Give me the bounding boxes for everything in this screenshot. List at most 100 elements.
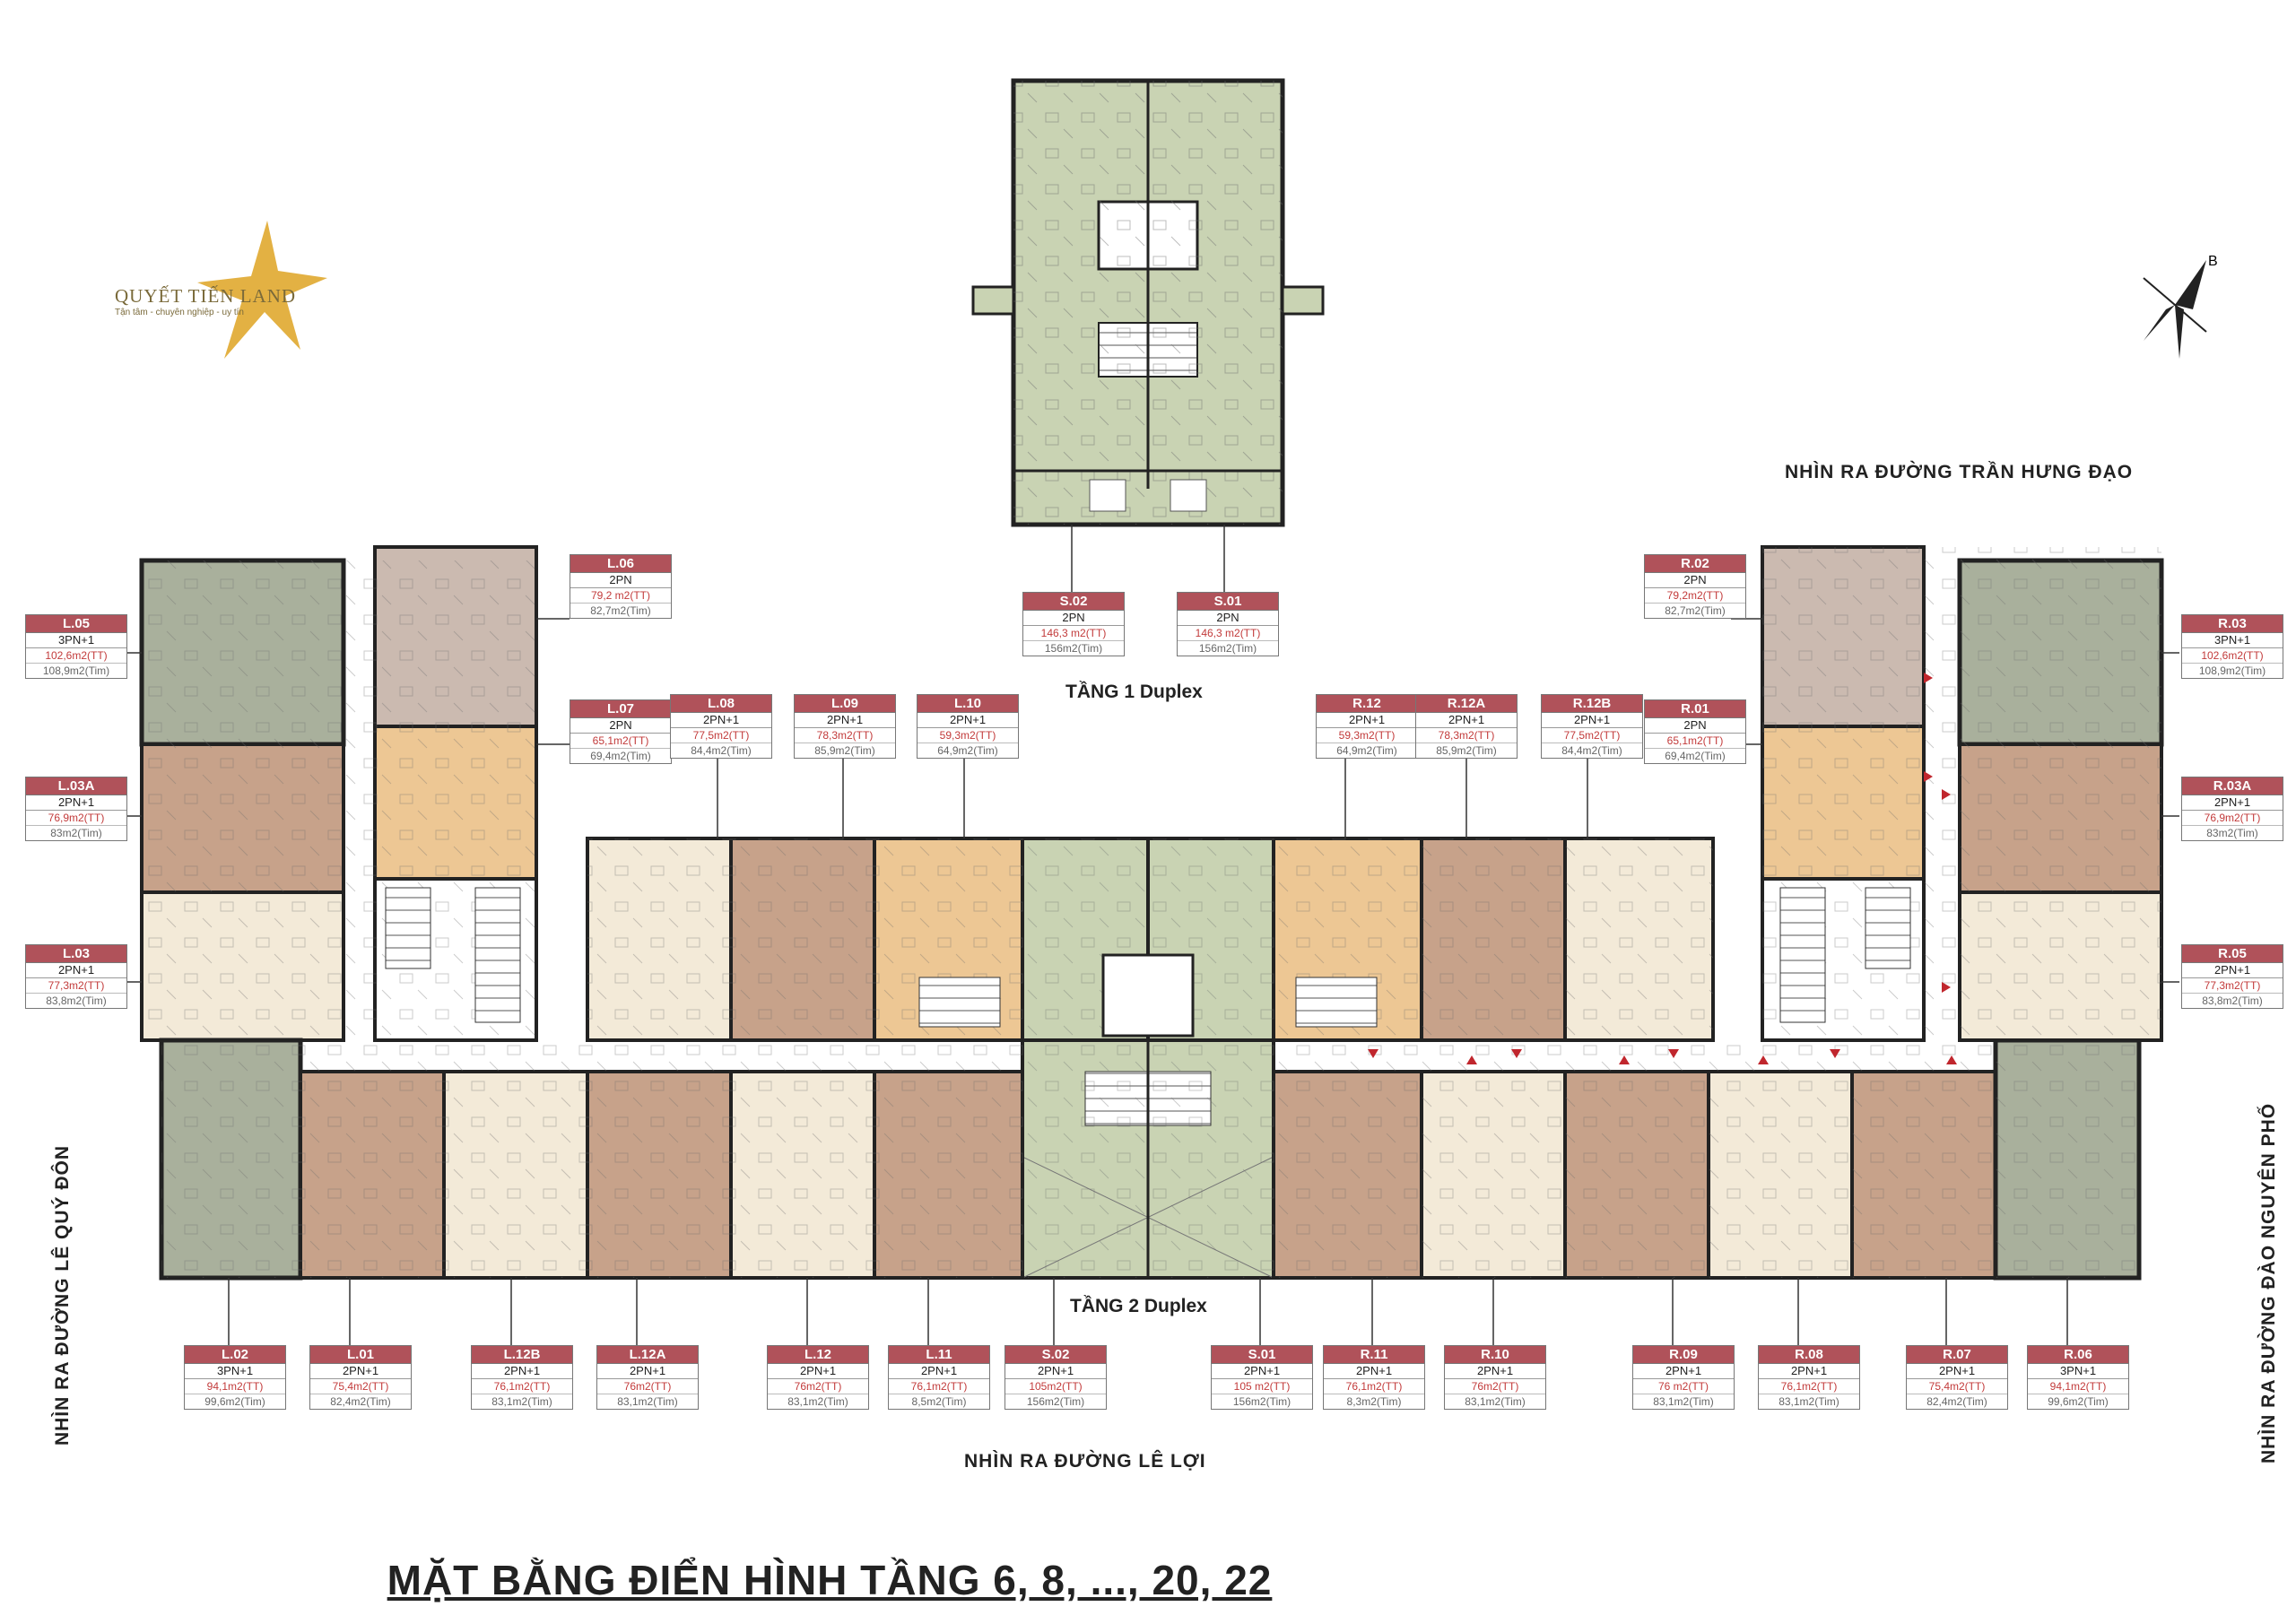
unit-area-tt: 146,3 m2(TT) <box>1023 626 1124 641</box>
unit-area-tim: 83,1m2(Tim) <box>787 1395 848 1408</box>
unit-type: 2PN <box>1023 611 1124 626</box>
unit-area-tt: 59,3m2(TT) <box>918 728 1018 743</box>
unit-area-tim: 156m2(Tim) <box>1044 642 1103 655</box>
unit-type: 2PN+1 <box>918 713 1018 728</box>
unit-code: S.02 <box>1023 593 1124 611</box>
unit-code: L.12A <box>597 1346 698 1364</box>
unit-area-tim: 83,8m2(Tim) <box>46 994 107 1007</box>
unit-code: R.09 <box>1633 1346 1734 1364</box>
unit-area-tt: 78,3m2(TT) <box>795 728 895 743</box>
unit-code: R.10 <box>1445 1346 1545 1364</box>
unit-area-tim: 82,7m2(Tim) <box>590 604 651 617</box>
unit-area-tim: 83m2(Tim) <box>2206 827 2258 839</box>
unit-code: L.12 <box>768 1346 868 1364</box>
north-row <box>586 837 1715 1042</box>
unit-area-tim: 85,9m2(Tim) <box>814 744 875 757</box>
unit-area-tim: 82,4m2(Tim) <box>330 1395 391 1408</box>
unit-code: S.01 <box>1178 593 1278 611</box>
unit-area-tt: 65,1m2(TT) <box>1645 734 1745 749</box>
unit-area-tt: 79,2m2(TT) <box>1645 588 1745 604</box>
unit-type: 2PN+1 <box>2182 795 2283 811</box>
unit-code: R.07 <box>1907 1346 2007 1364</box>
unit-code: L.10 <box>918 695 1018 713</box>
unit-type: 2PN+1 <box>795 713 895 728</box>
unit-area-tim: 85,9m2(Tim) <box>1436 744 1497 757</box>
unit-area-tim: 82,7m2(Tim) <box>1665 604 1726 617</box>
unit-code: R.03A <box>2182 777 2283 795</box>
unit-code: L.12B <box>472 1346 572 1364</box>
unit-area-tt: 76m2(TT) <box>768 1379 868 1394</box>
unit-area-tt: 146,3 m2(TT) <box>1178 626 1278 641</box>
unit-type: 2PN+1 <box>1324 1364 1424 1379</box>
unit-area-tt: 76 m2(TT) <box>1633 1379 1734 1394</box>
unit-area-tim: 64,9m2(Tim) <box>1336 744 1397 757</box>
south-row <box>159 1038 2142 1281</box>
unit-area-tt: 65,1m2(TT) <box>570 734 671 749</box>
unit-area-tim: 8,5m2(Tim) <box>911 1395 967 1408</box>
unit-type: 2PN <box>570 573 671 588</box>
duplex-upper-block <box>971 78 1325 527</box>
unit-type: 2PN <box>1178 611 1278 626</box>
unit-area-tt: 76,1m2(TT) <box>1324 1379 1424 1394</box>
unit-area-tim: 69,4m2(Tim) <box>590 750 651 762</box>
unit-type: 2PN+1 <box>671 713 771 728</box>
floor-upper-caption: TẦNG 1 Duplex <box>1065 682 1203 702</box>
west-wing <box>139 545 538 1042</box>
unit-area-tim: 156m2(Tim) <box>1232 1395 1292 1408</box>
unit-code: R.02 <box>1645 555 1745 573</box>
unit-area-tt: 77,3m2(TT) <box>2182 978 2283 994</box>
unit-type: 2PN+1 <box>597 1364 698 1379</box>
unit-code: L.08 <box>671 695 771 713</box>
unit-type: 2PN <box>1645 573 1745 588</box>
unit-code: R.05 <box>2182 945 2283 963</box>
unit-area-tt: 94,1m2(TT) <box>185 1379 285 1394</box>
entrance-markers <box>1368 673 1957 1064</box>
unit-area-tt: 76,1m2(TT) <box>889 1379 989 1394</box>
unit-area-tim: 83,1m2(Tim) <box>1779 1395 1839 1408</box>
unit-area-tim: 83,8m2(Tim) <box>2202 994 2263 1007</box>
unit-type: 2PN+1 <box>889 1364 989 1379</box>
unit-type: 2PN+1 <box>26 795 126 811</box>
unit-type: 2PN+1 <box>1212 1364 1312 1379</box>
unit-area-tim: 108,9m2(Tim) <box>2198 664 2266 677</box>
logo-name: QUYẾT TIẾN LAND <box>115 285 297 307</box>
unit-area-tt: 77,3m2(TT) <box>26 978 126 994</box>
unit-area-tim: 83,1m2(Tim) <box>491 1395 552 1408</box>
unit-area-tt: 94,1m2(TT) <box>2028 1379 2128 1394</box>
unit-area-tt: 102,6m2(TT) <box>2182 648 2283 664</box>
unit-area-tt: 76m2(TT) <box>597 1379 698 1394</box>
unit-area-tt: 76m2(TT) <box>1445 1379 1545 1394</box>
unit-area-tt: 75,4m2(TT) <box>1907 1379 2007 1394</box>
unit-type: 2PN <box>1645 718 1745 734</box>
view-north: NHÌN RA ĐƯỜNG TRẦN HƯNG ĐẠO <box>1785 462 2134 482</box>
unit-area-tim: 83,1m2(Tim) <box>1465 1395 1526 1408</box>
unit-type: 2PN+1 <box>1907 1364 2007 1379</box>
view-west: NHÌN RA ĐƯỜNG LÊ QUÝ ĐÔN <box>52 1144 73 1446</box>
unit-code: S.02 <box>1005 1346 1106 1364</box>
unit-area-tim: 99,6m2(Tim) <box>204 1395 265 1408</box>
unit-area-tim: 82,4m2(Tim) <box>1926 1395 1987 1408</box>
unit-area-tt: 102,6m2(TT) <box>26 648 126 664</box>
unit-area-tim: 69,4m2(Tim) <box>1665 750 1726 762</box>
unit-area-tt: 76,1m2(TT) <box>472 1379 572 1394</box>
unit-code: L.03 <box>26 945 126 963</box>
